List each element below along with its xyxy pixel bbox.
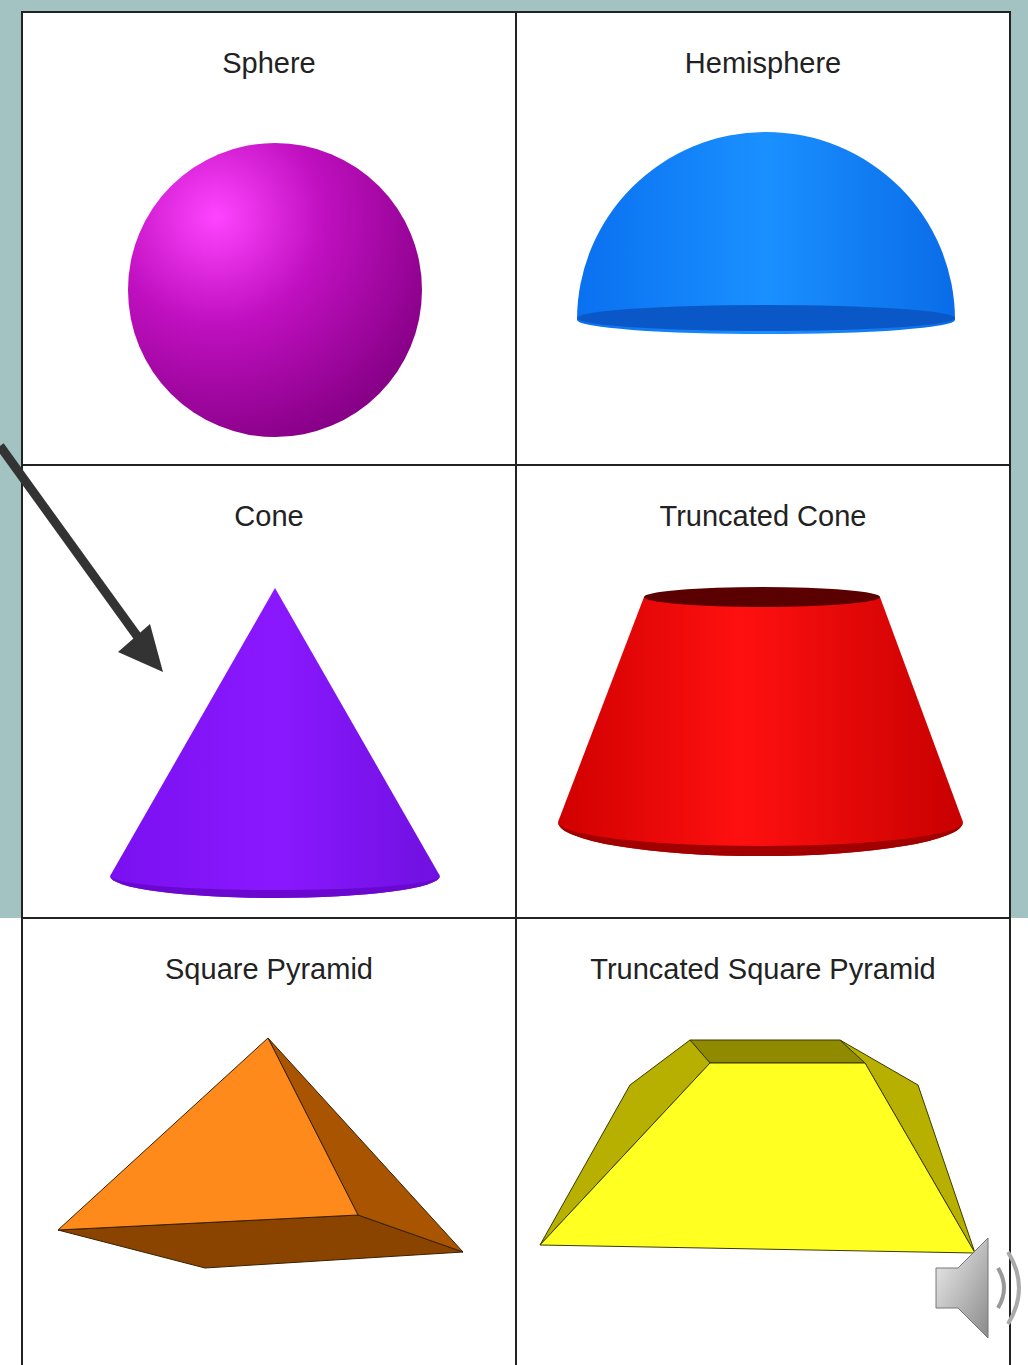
shape-label: Cone <box>23 500 515 533</box>
hemisphere-cell: Hemisphere <box>517 13 1009 464</box>
square-pyramid-cell: Square Pyramid <box>23 919 515 1364</box>
truncated-cone-shape <box>558 587 963 856</box>
shape-label: Hemisphere <box>517 47 1009 80</box>
truncated-pyramid-cell: Truncated Square Pyramid <box>517 919 1009 1364</box>
table-grid <box>22 12 1010 1365</box>
truncated-square-pyramid-shape <box>540 1040 975 1253</box>
truncated-cone-cell: Truncated Cone <box>517 466 1009 917</box>
sphere-shape <box>128 143 422 437</box>
sphere-cell: Sphere <box>23 13 515 464</box>
shape-label: Truncated Square Pyramid <box>517 953 1009 986</box>
square-pyramid-shape <box>58 1038 463 1268</box>
pointer-arrow <box>0 446 163 672</box>
cone-shape <box>110 588 440 898</box>
hemisphere-shape <box>577 132 955 334</box>
shape-label: Sphere <box>23 47 515 80</box>
shape-label: Truncated Cone <box>517 500 1009 533</box>
cone-cell: Cone <box>23 466 515 917</box>
shape-label: Square Pyramid <box>23 953 515 986</box>
speaker-icon <box>936 1238 1019 1338</box>
